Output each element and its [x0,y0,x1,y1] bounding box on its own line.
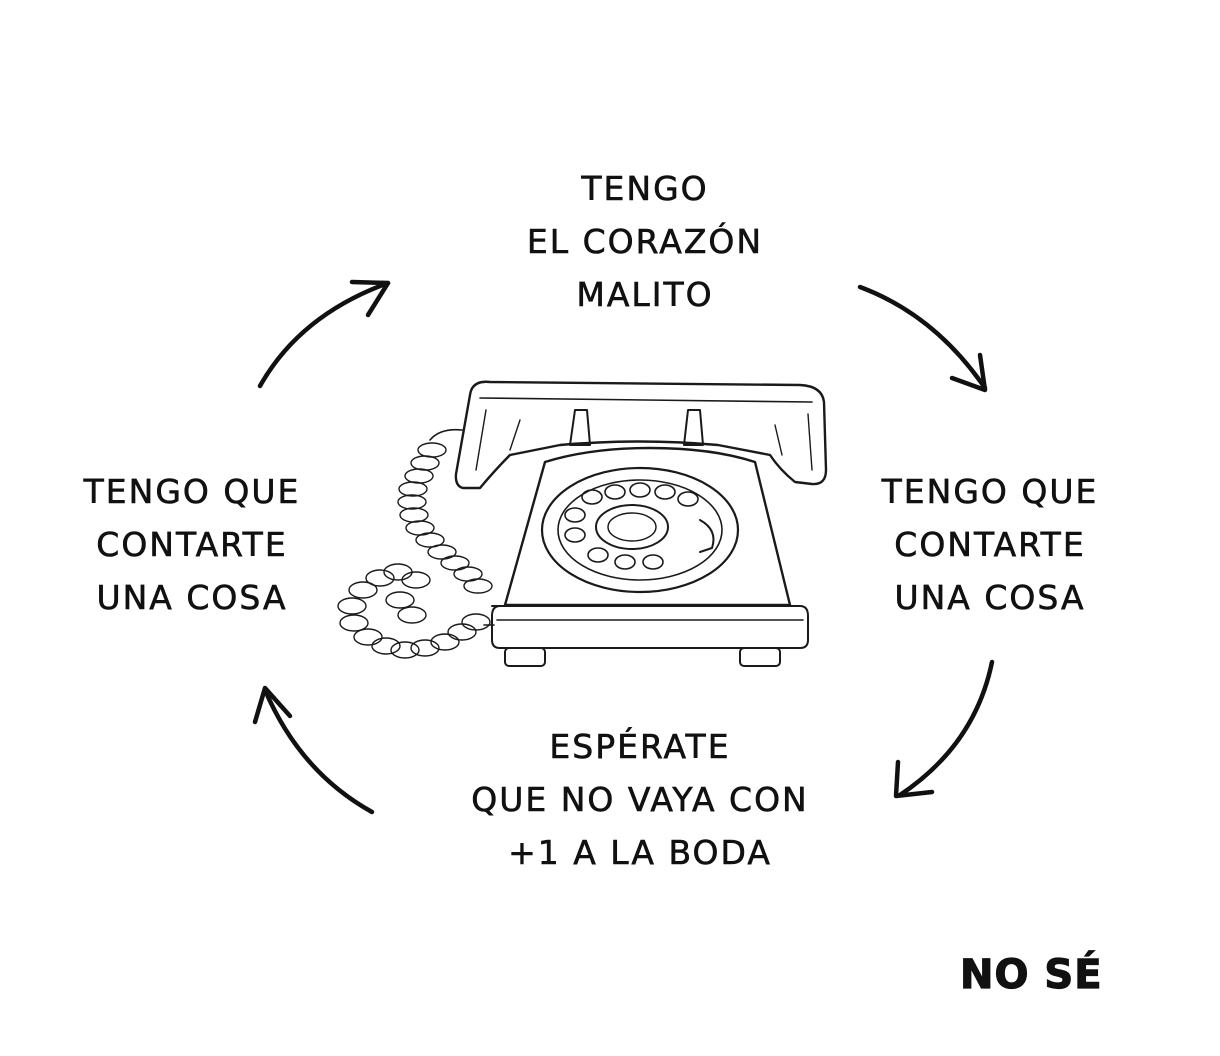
cycle-step-left-line-1: TENGO QUE [83,472,301,512]
cycle-step-left-line-2: CONTARTE [96,525,288,565]
arrow-top-right-icon [857,284,988,393]
cycle-step-bottom-line-1: ESPÉRATE [549,727,731,767]
cycle-step-top: TENGO EL CORAZÓN MALITO [480,162,810,321]
arrow-top-left-icon [257,279,391,389]
cycle-step-top-line-3: MALITO [576,275,714,315]
cycle-step-bottom-line-2: QUE NO VAYA CON [471,780,809,820]
rotary-telephone-icon [337,380,828,667]
cycle-step-right: TENGO QUE CONTARTE UNA COSA [860,465,1120,624]
cycle-step-right-line-1: TENGO QUE [881,472,1099,512]
arrow-bottom-left-icon [252,685,375,815]
cycle-step-top-line-2: EL CORAZÓN [526,222,764,262]
cycle-step-top-line-1: TENGO [581,169,709,209]
cycle-step-bottom: ESPÉRATE QUE NO VAYA CON +1 A LA BODA [430,720,850,879]
cycle-step-bottom-line-3: +1 A LA BODA [508,833,772,873]
author-signature: NO SÉ [959,951,1103,998]
cycle-step-left-line-3: UNA COSA [96,578,288,618]
cycle-step-right-line-2: CONTARTE [894,525,1086,565]
cycle-step-right-line-3: UNA COSA [894,578,1086,618]
cycle-step-left: TENGO QUE CONTARTE UNA COSA [62,465,322,624]
arrow-bottom-right-icon [893,659,995,799]
